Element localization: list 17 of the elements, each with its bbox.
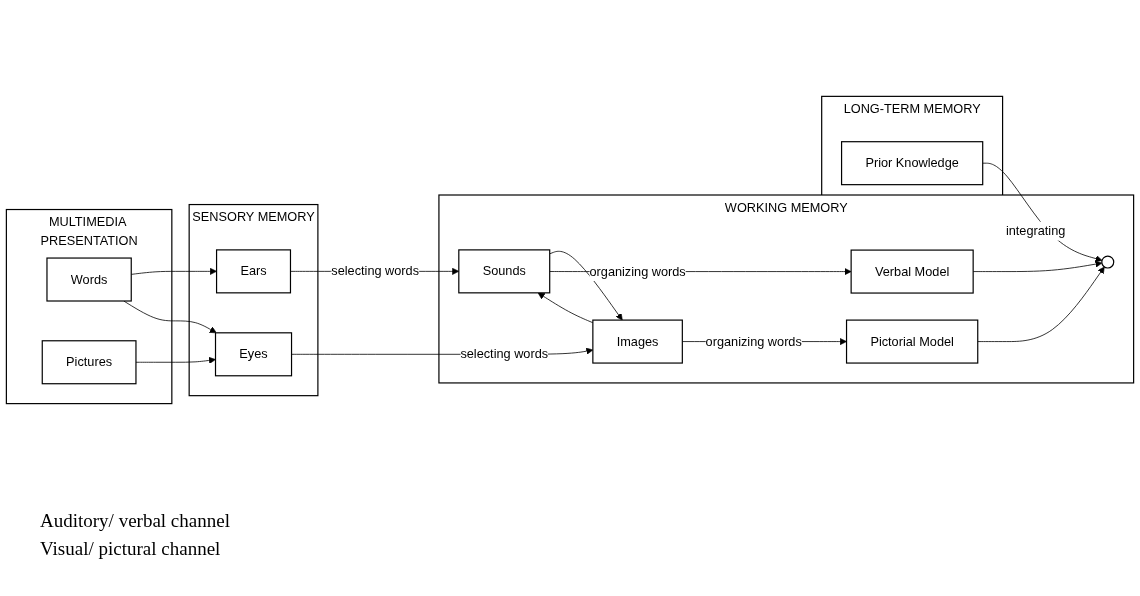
node-box: Ears <box>215 249 292 294</box>
node-box: Pictorial Model <box>845 319 979 364</box>
node-circle <box>1101 255 1115 269</box>
edge-label: integrating <box>1005 223 1066 238</box>
node-box: Eyes <box>214 332 293 377</box>
edge-label: selecting words <box>331 264 420 278</box>
node-box: Images <box>592 319 683 364</box>
channel-note: Auditory/ verbal channel <box>40 510 230 532</box>
node-box: Pictures <box>41 340 137 385</box>
node-box: Verbal Model <box>850 249 974 294</box>
node-box: Sounds <box>458 249 551 294</box>
edge-label: organizing words <box>589 264 686 278</box>
node-box: Words <box>46 257 132 302</box>
node-box: Prior Knowledge <box>841 141 984 186</box>
edge-label: organizing words <box>705 334 802 348</box>
channel-note: Visual/ pictural channel <box>40 538 221 560</box>
edge-label: selecting words <box>460 347 549 361</box>
